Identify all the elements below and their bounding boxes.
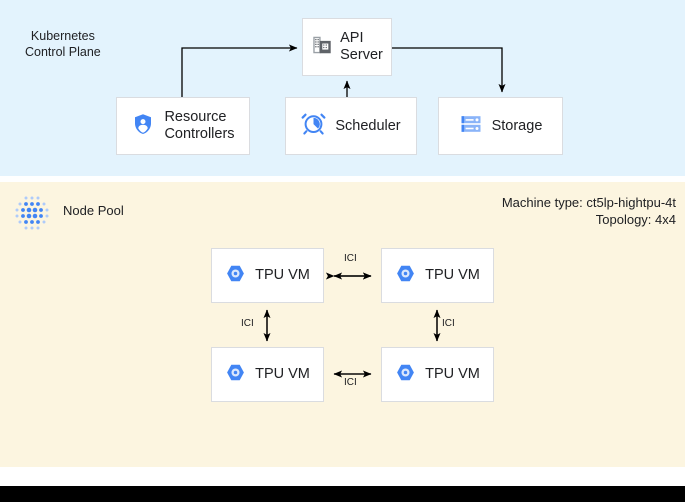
ici-link-label-top: ICI [344,253,357,264]
shield-person-icon [131,112,155,141]
control-plane-label: Kubernetes Control Plane [25,29,101,59]
office-building-icon [311,34,333,61]
dot-matrix-icon [14,195,50,236]
box-resource-controllers-label: Resource Controllers [164,109,235,142]
alarm-clock-icon [301,111,326,141]
box-scheduler-label: Scheduler [335,117,401,134]
ici-link-label-right: ICI [442,318,455,329]
box-tpu-vm-2[interactable]: TPU VM [211,347,324,402]
tpu-hex-icon [395,263,416,289]
box-tpu-vm-0-label: TPU VM [255,267,310,283]
box-tpu-vm-0[interactable]: TPU VM [211,248,324,303]
tpu-hex-icon [395,362,416,388]
box-api-server-label: API Server [340,30,383,63]
box-resource-controllers[interactable]: Resource Controllers [116,97,250,155]
box-scheduler[interactable]: Scheduler [285,97,417,155]
tpu-hex-icon [225,362,246,388]
ici-link-label-left: ICI [241,318,254,329]
node-pool-label: Node Pool [63,203,124,218]
box-tpu-vm-1[interactable]: TPU VM [381,248,494,303]
tpu-hex-icon [225,263,246,289]
ici-link-label-bottom: ICI [344,377,357,388]
box-storage-label: Storage [491,117,543,134]
box-storage[interactable]: Storage [438,97,563,155]
box-api-server[interactable]: API Server [302,18,392,76]
box-tpu-vm-1-label: TPU VM [425,267,480,283]
box-tpu-vm-2-label: TPU VM [255,366,310,382]
server-storage-icon [459,112,483,141]
box-tpu-vm-3[interactable]: TPU VM [381,347,494,402]
node-pool-panel [0,182,685,467]
box-tpu-vm-3-label: TPU VM [425,366,480,382]
machine-meta-text: Machine type: ct5lp-hightpu-4t Topology:… [501,195,676,227]
bottom-black-bar [0,486,685,502]
